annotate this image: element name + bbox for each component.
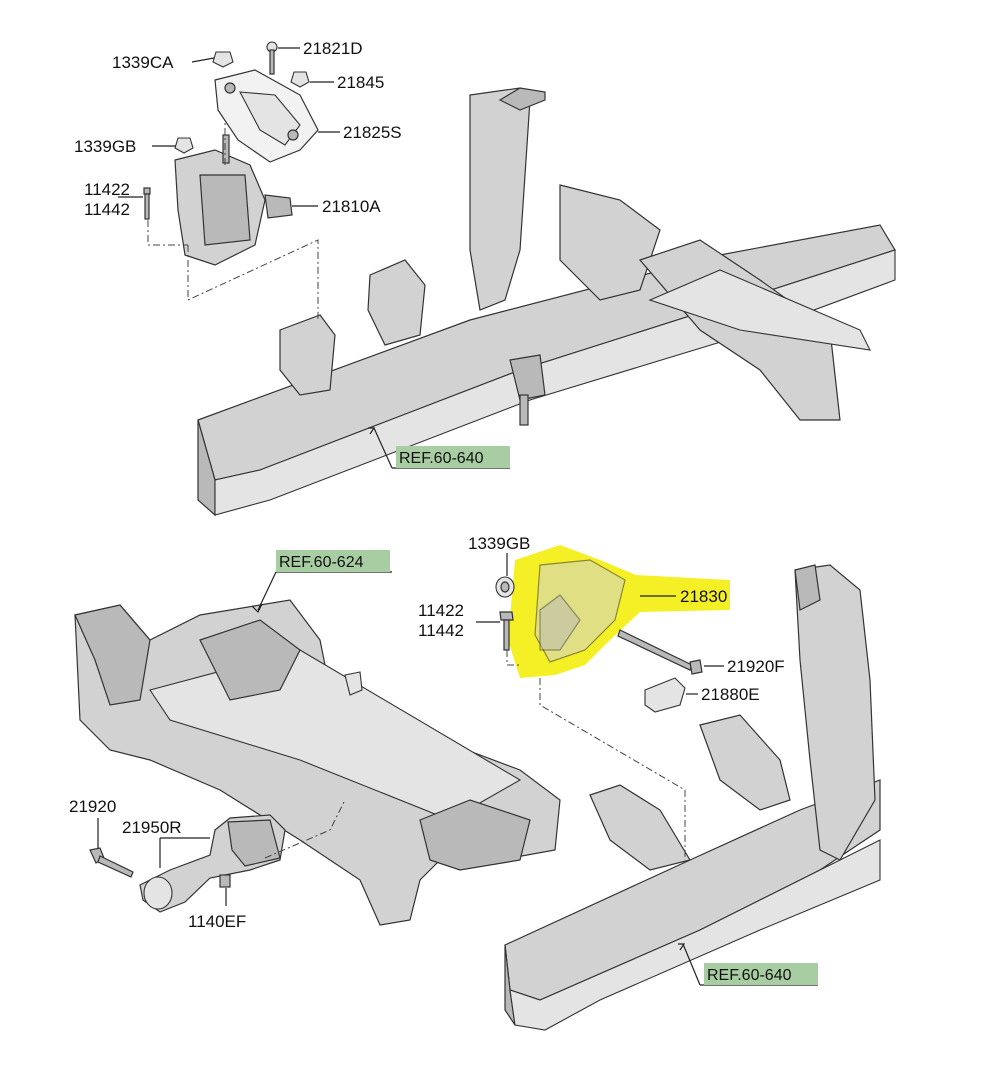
label-11442-bottom: 11442 bbox=[418, 621, 464, 640]
label-21825s: 21825S bbox=[343, 123, 402, 142]
rear-roll-mount bbox=[139, 814, 286, 913]
ref-label-624: REF.60-624 bbox=[279, 554, 364, 571]
bottom-side-member-frame bbox=[504, 564, 881, 1031]
label-1140ef: 1140EF bbox=[188, 912, 246, 931]
label-11422-top: 11422 bbox=[84, 180, 130, 199]
label-21920f: 21920F bbox=[727, 657, 785, 676]
bottom-fasteners bbox=[495, 576, 703, 713]
top-engine-mount-bracket bbox=[214, 69, 319, 163]
label-11442-top: 11442 bbox=[84, 200, 130, 219]
label-21830: 21830 bbox=[680, 587, 727, 606]
ref-label-bottom: REF.60-640 bbox=[707, 967, 792, 984]
label-21845: 21845 bbox=[337, 73, 384, 92]
bolt-21920 bbox=[89, 847, 134, 878]
label-11422-bottom: 11422 bbox=[418, 601, 464, 620]
ref-badge-bottom: REF.60-640 bbox=[704, 963, 818, 985]
label-21810a: 21810A bbox=[322, 197, 381, 216]
engine-mount-bracket-21830 bbox=[508, 545, 730, 678]
ref-label-top: REF.60-640 bbox=[399, 450, 484, 467]
top-side-member-frame bbox=[197, 87, 896, 517]
bottom-right-dashed-guides bbox=[506, 650, 686, 860]
label-21880e: 21880E bbox=[701, 685, 760, 704]
label-1339ca: 1339CA bbox=[112, 53, 174, 72]
ref-badge-624: REF.60-624 bbox=[276, 550, 390, 572]
label-21950r: 21950R bbox=[122, 818, 182, 837]
ref-badge-top: REF.60-640 bbox=[396, 446, 510, 468]
label-21821d: 21821D bbox=[303, 39, 363, 58]
front-subframe bbox=[74, 599, 561, 926]
top-engine-mount-insulator bbox=[174, 134, 293, 266]
bottom-left-dashed-guides bbox=[264, 799, 346, 859]
label-1339gb-top: 1339GB bbox=[74, 137, 136, 156]
top-dashed-guides bbox=[147, 120, 319, 320]
label-21920: 21920 bbox=[69, 797, 116, 816]
top-fasteners bbox=[143, 41, 310, 220]
label-1339gb-bottom: 1339GB bbox=[468, 534, 530, 553]
